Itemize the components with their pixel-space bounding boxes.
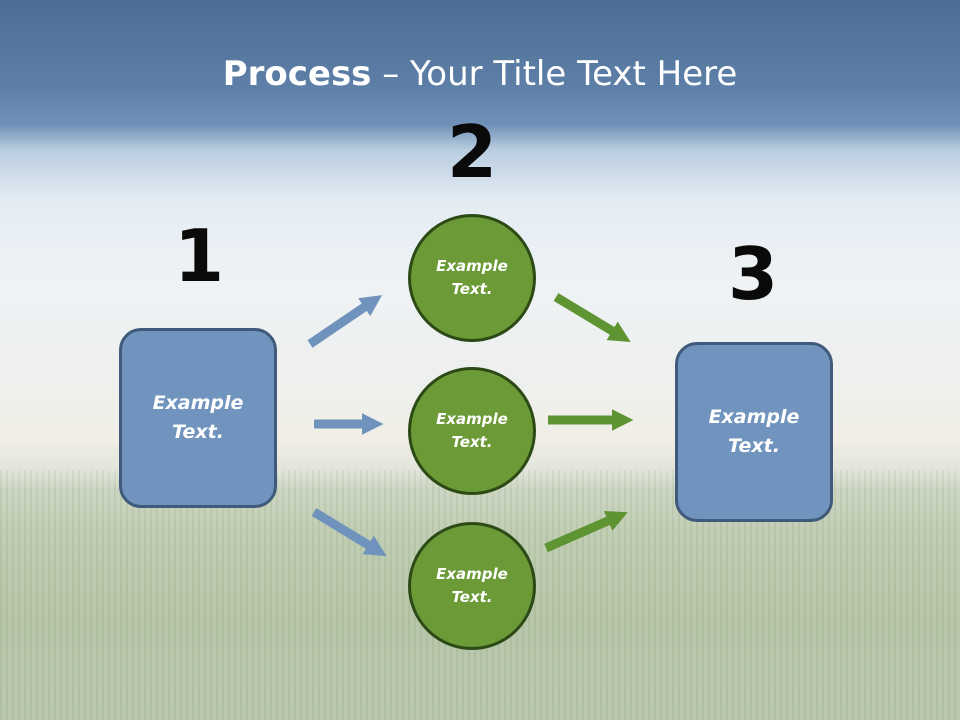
process-box-right-line2: Text. (728, 435, 780, 457)
process-circle-top-text: Example Text. (436, 255, 508, 301)
process-circle-middle-line1: Example (436, 410, 508, 428)
step-number-1: 1 (173, 214, 225, 298)
process-circle-top-line1: Example (436, 257, 508, 275)
title-rest: – Your Title Text Here (371, 54, 738, 94)
step-number-2: 2 (446, 110, 498, 194)
step-number-3: 3 (727, 232, 779, 316)
process-circle-bottom-line1: Example (436, 565, 508, 583)
arrow-top-circle-to-box (553, 293, 631, 343)
process-circle-middle[interactable]: Example Text. (408, 367, 536, 495)
process-box-right[interactable]: Example Text. (675, 342, 833, 522)
process-circle-top[interactable]: Example Text. (408, 214, 536, 342)
process-circle-middle-text: Example Text. (436, 408, 508, 454)
process-circle-bottom-text: Example Text. (436, 563, 508, 609)
arrow-bottom-circle-to-box (544, 510, 628, 553)
process-circle-top-line2: Text. (451, 280, 493, 298)
title-bold: Process (222, 54, 372, 94)
process-circle-bottom-line2: Text. (451, 588, 493, 606)
process-circle-bottom[interactable]: Example Text. (408, 522, 536, 650)
process-box-left-line2: Text. (172, 421, 224, 443)
process-box-left-line1: Example (152, 392, 244, 414)
arrow-box-to-top-circle (307, 295, 383, 348)
process-box-right-text: Example Text. (709, 403, 800, 461)
process-box-left-text: Example Text. (153, 389, 244, 447)
arrow-box-to-bottom-circle (311, 508, 387, 557)
process-box-right-line1: Example (708, 406, 800, 428)
process-box-left[interactable]: Example Text. (119, 328, 277, 508)
process-circle-middle-line2: Text. (451, 433, 493, 451)
slide-title: Process – Your Title Text Here (0, 52, 960, 96)
